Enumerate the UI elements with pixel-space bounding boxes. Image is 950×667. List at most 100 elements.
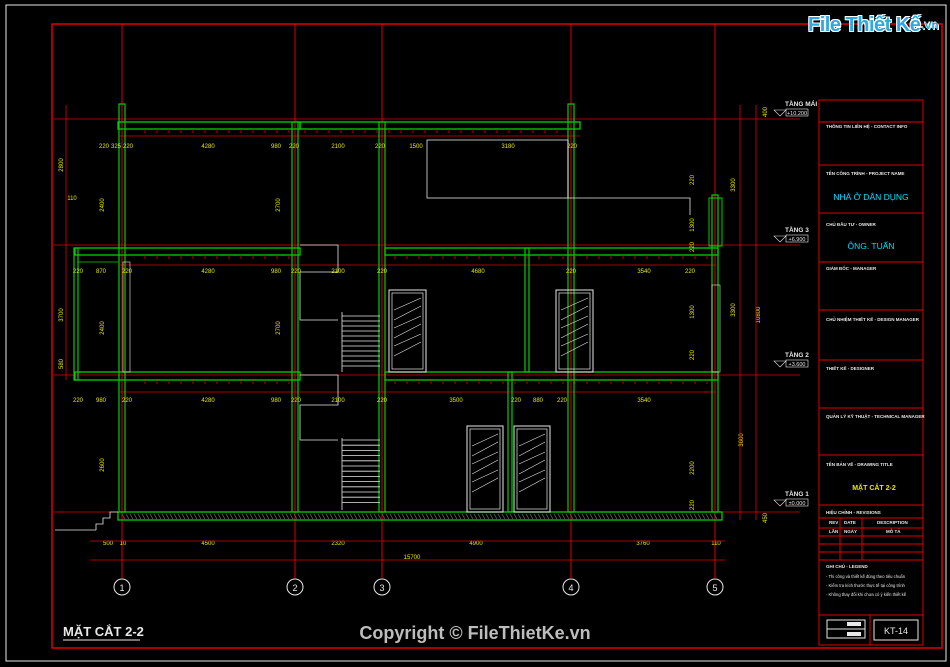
hatch [125, 513, 130, 520]
rev-col-rev-vn: LẦN [829, 528, 838, 534]
dimension-label: 880 [533, 398, 544, 404]
hatch [553, 513, 558, 520]
hatch [533, 513, 538, 520]
level-box [785, 359, 809, 368]
glass-hatch [471, 451, 499, 465]
hatch [329, 513, 334, 520]
dimension-label: 220 [690, 241, 696, 252]
hatch [373, 513, 378, 520]
hatch [181, 513, 186, 520]
hatch [149, 513, 154, 520]
hatch [465, 513, 470, 520]
hatch [141, 513, 146, 520]
hatch [453, 513, 458, 520]
dimension-label: 220 [566, 269, 577, 275]
dimension-label: 2100 [331, 144, 345, 150]
hatch [657, 513, 662, 520]
dimension-label: 3300 [731, 303, 737, 317]
hatch [685, 513, 690, 520]
hatch [449, 513, 454, 520]
hatch [537, 513, 542, 520]
hatch [341, 513, 346, 520]
hatch [389, 513, 394, 520]
hatch [301, 513, 306, 520]
hatch [641, 513, 646, 520]
axis-label: 1 [119, 583, 124, 593]
hatch [249, 513, 254, 520]
dimension-label: 4280 [201, 144, 215, 150]
title-block: THÔNG TIN LIÊN HỆ - CONTACT INFO TÊN CÔN… [818, 99, 925, 646]
hatch [273, 513, 278, 520]
note-line: - Thi công và thiết kế đúng theo tiêu ch… [826, 574, 906, 579]
copyright-text: Copyright © FileThietKe.vn [359, 623, 590, 643]
axis-bubble [706, 578, 724, 596]
hatch [269, 513, 274, 520]
door [388, 289, 427, 373]
dimension-label: 3180 [501, 144, 515, 150]
dimension-label: 2400 [100, 198, 106, 212]
dimension-label: 400 [763, 106, 769, 117]
dimension-label: 220 [73, 398, 84, 404]
slab [74, 247, 301, 256]
dimension-label: 220 [291, 269, 302, 275]
glass-hatch [393, 333, 422, 347]
hatch [521, 513, 526, 520]
structure [55, 103, 723, 531]
door [513, 425, 551, 513]
hatch [265, 513, 270, 520]
dimension-label: 220 [122, 269, 133, 275]
rev-col-desc: DESCRIPTION [877, 520, 908, 525]
hatch [137, 513, 142, 520]
notes-label: GHI CHÚ - LEGEND [826, 563, 869, 569]
rev-col-date-vn: NGÀY [844, 528, 857, 534]
dimension-label: 110 [711, 541, 721, 547]
hatch [337, 513, 342, 520]
rev-col-desc-vn: MÔ TẢ [886, 527, 901, 534]
wall [73, 247, 79, 381]
hatch [261, 513, 266, 520]
glass-hatch [560, 333, 589, 347]
dimension-label: 220 [377, 398, 388, 404]
dimension-label: 2800 [59, 158, 65, 172]
director-label: GIÁM ĐỐC - MANAGER [826, 265, 877, 271]
dimension-label: 1300 [690, 305, 696, 319]
dimension-label: 580 [59, 358, 65, 369]
dimension-label: 4500 [201, 541, 215, 547]
wall [567, 103, 575, 513]
watermark-logo: File Thiết Kế .vn [808, 10, 939, 40]
hatch [505, 513, 510, 520]
glass-hatch [393, 305, 422, 321]
hatch [165, 513, 170, 520]
dimension-label: 220 [511, 398, 522, 404]
hatch [349, 513, 354, 520]
hatch [629, 513, 634, 520]
level-elevation: ±0.000 [789, 501, 806, 507]
hatch [277, 513, 282, 520]
hatch [509, 513, 514, 520]
level-triangle [773, 235, 787, 243]
hatch [673, 513, 678, 520]
hatch [677, 513, 682, 520]
hatch [321, 513, 326, 520]
glass-hatch [471, 441, 499, 457]
revision-label: HIỆU CHỈNH - REVISIONS [826, 508, 881, 515]
glass-hatch [393, 297, 422, 311]
dimension-label: 10 [120, 541, 127, 547]
level-label: TẦNG MÁI [785, 98, 817, 108]
level-label: TẦNG 3 [785, 224, 809, 234]
hatch [601, 513, 606, 520]
hatch [233, 513, 238, 520]
hatch [313, 513, 318, 520]
hatch [133, 513, 138, 520]
level-box [785, 108, 809, 117]
glass-hatch [560, 305, 589, 321]
hatch [621, 513, 626, 520]
hatch [473, 513, 478, 520]
dimension-label: 2100 [331, 398, 345, 404]
hatch [385, 513, 390, 520]
hatch [697, 513, 702, 520]
hatch [557, 513, 562, 520]
hatch [485, 513, 490, 520]
glass-hatch [471, 459, 499, 475]
